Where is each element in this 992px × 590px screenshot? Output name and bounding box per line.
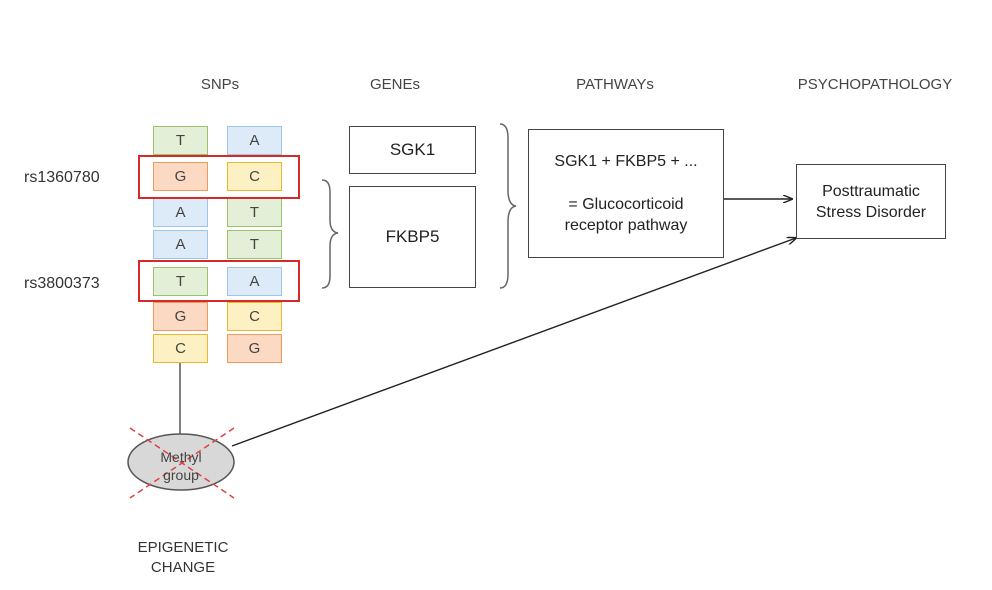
methyl-group-line2: group	[163, 467, 199, 483]
snp-highlight-rs3800373	[138, 260, 300, 302]
methyl-group-line1: Methyl	[160, 449, 202, 465]
left-strand-base-2: G	[153, 162, 208, 191]
right-strand-base-2: C	[227, 162, 282, 191]
brace-snps-to-genes	[321, 179, 339, 289]
header-genes: GENEs	[369, 76, 420, 93]
right-strand-base-5: A	[227, 267, 282, 296]
right-strand-base-1: A	[227, 126, 282, 155]
header-snps: SNPs	[200, 76, 240, 93]
left-strand-base-5: T	[153, 267, 208, 296]
pathway-line1: SGK1 + FKBP5 + ...	[554, 153, 698, 170]
pathway-line2: = Glucocorticoid	[568, 196, 684, 213]
methyl-group-label: Methyl group	[128, 448, 234, 484]
methyl-cross-line-2	[129, 427, 235, 499]
brace-genes-to-pathway	[499, 123, 517, 289]
snp-label-rs3800373: rs3800373	[24, 275, 100, 292]
left-strand-base-1: T	[153, 126, 208, 155]
left-strand-base-3: A	[153, 198, 208, 227]
snp-label-rs1360780: rs1360780	[24, 169, 100, 186]
left-strand-base-4: A	[153, 230, 208, 259]
epigenetic-line2: CHANGE	[150, 559, 216, 576]
ptsd-line2: Stress Disorder	[815, 203, 927, 221]
epigenetic-line1: EPIGENETIC	[137, 539, 229, 556]
right-strand-base-4: T	[227, 230, 282, 259]
right-strand-base-3: T	[227, 198, 282, 227]
arrow-methyl-to-ptsd	[231, 238, 796, 447]
header-psychopathology: PSYCHOPATHOLOGY	[797, 76, 953, 93]
left-strand-base-6: G	[153, 302, 208, 331]
right-strand-base-7: G	[227, 334, 282, 363]
epigenetic-change-label: EPIGENETIC CHANGE	[120, 538, 246, 578]
header-pathways: PATHWAYs	[576, 76, 654, 93]
pathway-box: SGK1 + FKBP5 + ... = Glucocorticoid rece…	[528, 129, 724, 258]
snp-highlight-rs1360780	[138, 155, 300, 199]
pathway-line3: receptor pathway	[564, 217, 688, 234]
gene-fkbp5: FKBP5	[349, 186, 476, 288]
left-strand-base-7: C	[153, 334, 208, 363]
right-strand-base-6: C	[227, 302, 282, 331]
ptsd-box: Posttraumatic Stress Disorder	[796, 164, 946, 239]
gene-sgk1: SGK1	[349, 126, 476, 174]
ptsd-line1: Posttraumatic	[822, 182, 920, 200]
